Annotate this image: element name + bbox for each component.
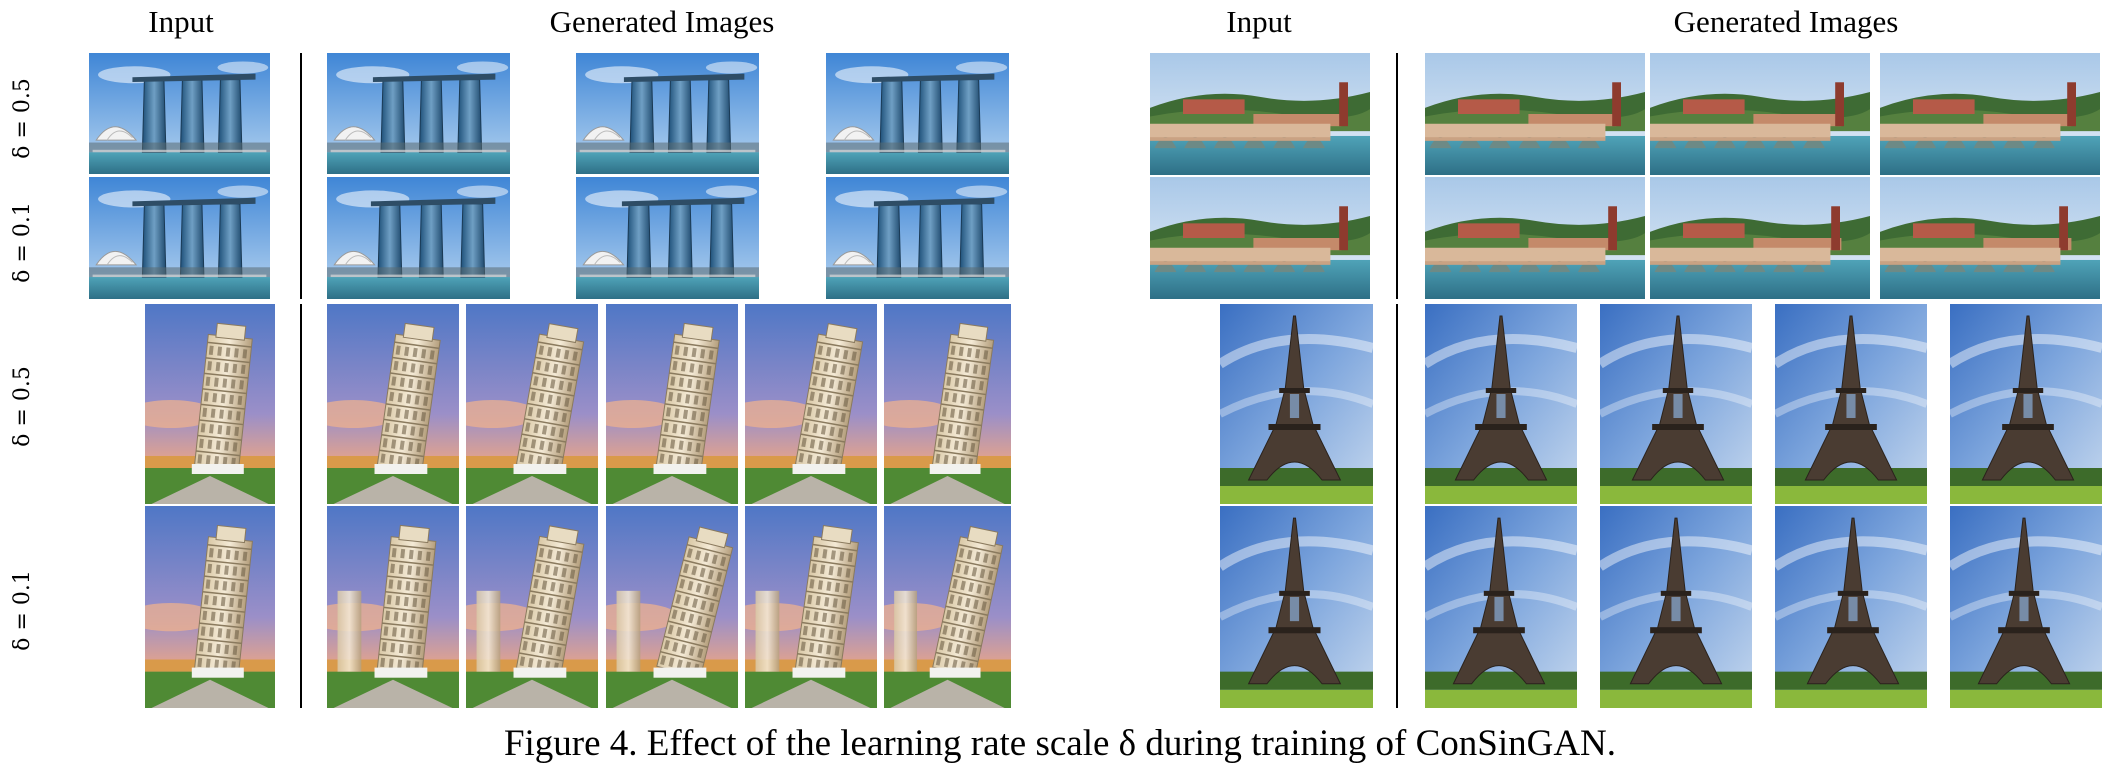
row-label-top-1: δ = 0.5 [9,77,35,159]
generated-image-eiffel-d05-3 [1775,304,1927,504]
generated-image-heidelberg-d05-2 [1650,53,1870,175]
generated-image-eiffel-d05-1 [1425,304,1577,504]
header-left-generated: Generated Images [549,4,775,39]
input-image-pisa-d01 [145,506,275,708]
generated-image-eiffel-d01-2 [1600,506,1752,708]
generated-image-eiffel-d05-4 [1950,304,2102,504]
row-label-bottom-1: δ = 0.5 [9,365,35,447]
generated-image-pisa-d01-5 [884,506,1011,708]
generated-image-pisa-d01-2 [466,506,598,708]
input-image-singapore-d05 [89,53,270,174]
separator-right-bottom [1396,304,1398,708]
generated-image-singapore-d01-1 [327,177,510,299]
header-right-generated: Generated Images [1673,4,1899,39]
row-label-bottom-2: δ = 0.1 [9,569,35,651]
generated-image-eiffel-d01-1 [1425,506,1577,708]
generated-image-eiffel-d01-4 [1950,506,2102,708]
generated-image-pisa-d01-1 [327,506,459,708]
generated-image-heidelberg-d01-3 [1880,177,2100,299]
generated-image-eiffel-d01-3 [1775,506,1927,708]
generated-image-singapore-d05-2 [576,53,759,174]
generated-image-pisa-d05-5 [884,304,1011,504]
figure-caption: Figure 4. Effect of the learning rate sc… [503,723,1617,764]
generated-image-singapore-d01-3 [826,177,1009,299]
input-image-heidelberg-d01 [1150,177,1370,299]
generated-image-heidelberg-d05-3 [1880,53,2100,175]
header-left-input: Input [148,4,214,39]
generated-image-heidelberg-d01-1 [1425,177,1645,299]
generated-image-pisa-d05-3 [606,304,738,504]
separator-right-top [1396,53,1398,299]
separator-left-top [300,53,302,299]
input-image-heidelberg-d05 [1150,53,1370,175]
generated-image-pisa-d05-2 [466,304,598,504]
generated-image-pisa-d05-1 [327,304,459,504]
generated-image-singapore-d01-2 [576,177,759,299]
generated-image-pisa-d05-4 [745,304,877,504]
input-image-singapore-d01 [89,177,270,299]
generated-image-eiffel-d05-2 [1600,304,1752,504]
generated-image-singapore-d05-3 [826,53,1009,174]
generated-image-pisa-d01-3 [606,506,738,708]
generated-image-heidelberg-d05-1 [1425,53,1645,175]
input-image-pisa-d05 [145,304,275,504]
generated-image-singapore-d05-1 [327,53,510,174]
generated-image-heidelberg-d01-2 [1650,177,1870,299]
row-label-top-2: δ = 0.1 [9,201,35,283]
input-image-eiffel-d01 [1220,506,1373,708]
separator-left-bottom [300,304,302,708]
header-right-input: Input [1226,4,1292,39]
input-image-eiffel-d05 [1220,304,1373,504]
generated-image-pisa-d01-4 [745,506,877,708]
